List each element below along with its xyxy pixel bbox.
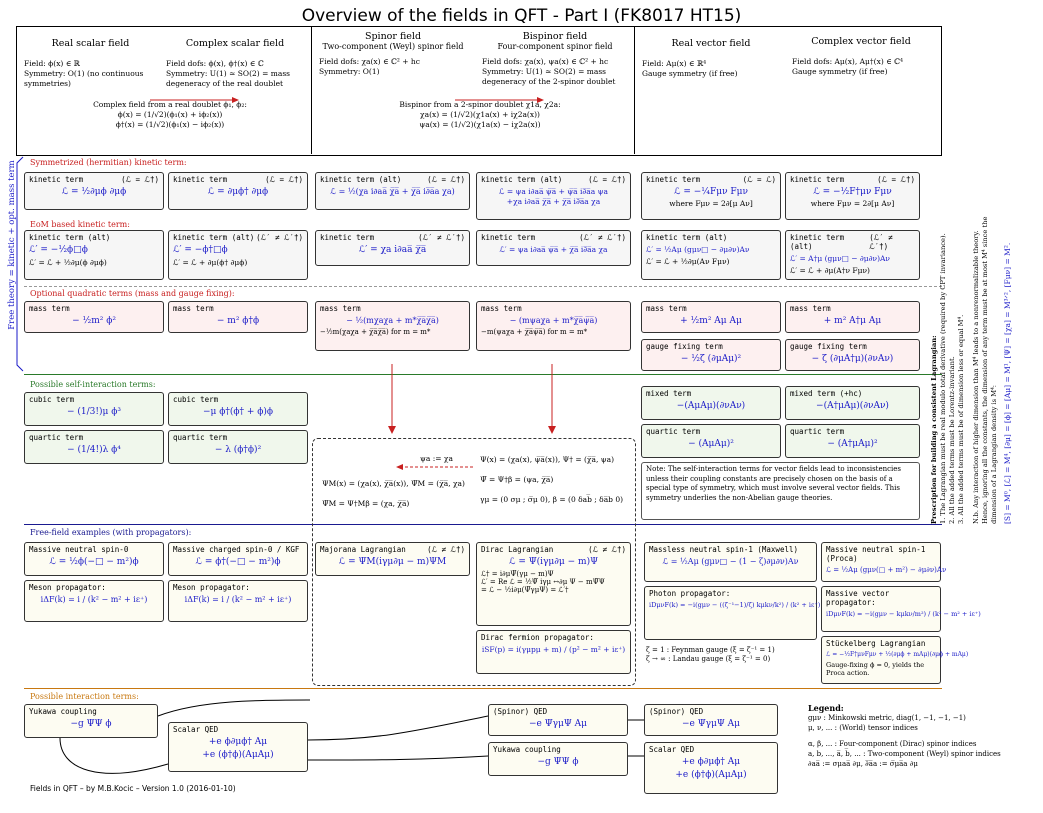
divider (24, 286, 942, 287)
meson-propagator-box: Meson propagator: iΔF(k) = i / (k² − m² … (168, 580, 308, 622)
mass-term-box: mass term + ½m² Aμ Aμ (641, 301, 781, 333)
header-bispinor: Bispinor field Four-component spinor fie… (482, 31, 616, 86)
spinor-qed-box: (Spinor) QED −e Ψ̅γμΨ Aμ (488, 704, 628, 736)
section-symmetrized: Symmetrized (hermitian) kinetic term: (30, 158, 187, 167)
mass-term-box: mass term − m² ϕ†ϕ (168, 301, 308, 333)
mass-term-box: mass term − ½(mχaχa + m*χ̅a̅χ̅a̅) −½m(χa… (315, 301, 470, 351)
quartic-term-box: quartic term − (AμAμ)² (641, 424, 781, 458)
scalar-qed-box: Scalar QED +e ϕ∂μϕ† Aμ +e (ϕ†ϕ)(AμAμ) (168, 722, 308, 772)
header-spinor: Spinor field Two-component (Weyl) spinor… (319, 31, 464, 76)
kinetic-term-box: kinetic term(ℒ = ℒ†) ℒ = −½F†μν Fμν wher… (785, 172, 920, 220)
arrow-icon (150, 97, 239, 103)
section-free-field: Free-field examples (with propagators): (30, 528, 192, 537)
section-self-interaction: Possible self-interaction terms: (30, 380, 156, 389)
header-real-scalar: Real scalar field Field: ϕ(x) ∈ ℝ Symmet… (24, 38, 144, 88)
section-interaction: Possible interaction terms: (30, 692, 139, 701)
header-divider (634, 26, 635, 154)
lagrangian-eq: ℒ = −½F†μν Fμν (813, 187, 892, 197)
complex-note: Complex field from a real doublet ϕ₁, ϕ₂… (93, 100, 247, 129)
arrow-icon (455, 97, 544, 103)
divider (24, 524, 942, 525)
mass-term-box: mass term − ½m² ϕ² (24, 301, 164, 333)
lagrangian-eq: ℒ = ½∂μϕ ∂μϕ (61, 187, 127, 197)
cubic-term-box: cubic term −μ ϕ†(ϕ† + ϕ)ϕ (168, 392, 308, 426)
quartic-term-box: quartic term − (1/4!)λ ϕ⁴ (24, 430, 164, 464)
arrow-down-icon (548, 364, 556, 434)
massive-vector-propagator-box: Massive vector propagator: iDμνF(k) = −i… (821, 586, 981, 632)
dirac-def: Ψ(x) = (χa(x), ψ̅a̅(x)), Ψ† = (χ̅a̅, ψa)… (480, 455, 624, 504)
yukawa-coupling-box: Yukawa coupling −g Ψ̅Ψ ϕ (24, 704, 158, 738)
kinetic-term-alt-box: kinetic term (alt) ℒ′ = ½Aμ (gμν□ − ∂μ∂ν… (641, 230, 781, 280)
photon-propagator-box: Photon propagator: iDμνF(k) = −i(gμν − (… (644, 586, 820, 640)
meson-propagator-box: Meson propagator: iΔF(k) = i / (k² − m² … (24, 580, 164, 622)
dirac-lagrangian-box: Dirac Lagrangian(ℒ ≠ ℒ†) ℒ = Ψ̅(iγμ∂μ − … (476, 542, 631, 626)
mass-term-box: mass term − (mψaχa + m*χ̅a̅ψ̅a̅) −m(ψaχa… (476, 301, 631, 351)
footer: Fields in QFT – by M.B.Kocic – Version 1… (30, 784, 236, 793)
header-complex-vector: Complex vector field Field dofs: Aμ(x), … (792, 36, 911, 76)
vector-self-interaction-note: Note: The self-interaction terms for vec… (641, 462, 920, 520)
legend: Legend: gμν : Minkowski metric, diag(1, … (808, 703, 1001, 768)
kinetic-term-box: kinetic term(ℒ′ ≠ ℒ′†) ℒ′ = ψa i∂aa̅ ψ̅a… (476, 230, 631, 266)
kinetic-term-box: kinetic term (alt)(ℒ = ℒ†) ℒ = ψa i∂aa̅ … (476, 172, 631, 220)
lagrangian-eq: ℒ = ∂μϕ† ∂μϕ (207, 187, 269, 197)
header-complex-scalar: Complex scalar field Field dofs: ϕ(x), ϕ… (166, 38, 291, 88)
mass-term-box: mass term + m² A†μ Aμ (785, 301, 920, 333)
majorana-lagrangian-box: Majorana Lagrangian(ℒ ≠ ℒ†) ℒ = Ψ̅M(iγμ∂… (315, 542, 470, 576)
section-quadratic: Optional quadratic terms (mass and gauge… (30, 289, 235, 298)
kinetic-term-box: kinetic term(ℒ′ ≠ ℒ′†) ℒ′ = χa i∂aa̅ χ̅a… (315, 230, 470, 266)
kinetic-term-alt-box: kinetic term (alt) ℒ′ = −½ϕ□ϕ ℒ′ = ℒ + ½… (24, 230, 164, 280)
stueckelberg-box: Stückelberg Lagrangian ℒ = −½F†μνFμν + ½… (821, 636, 968, 684)
lagrangian-eq: ℒ = −¼Fμν Fμν (674, 187, 748, 197)
proca-box: Massive neutral spin-1 (Proca) ℒ = ½Aμ (… (821, 542, 946, 582)
gauge-fixing-box: gauge fixing term − ζ (∂μA†μ)(∂νAν) (785, 339, 920, 371)
kinetic-term-alt-box: kinetic term (alt)(ℒ′ ≠ ℒ′†) ℒ′ = A†μ (g… (785, 230, 920, 280)
divider (24, 374, 942, 375)
divider (24, 688, 942, 689)
cubic-term-box: cubic term − (1/3!)μ ϕ³ (24, 392, 164, 426)
quartic-term-box: quartic term − λ (ϕ†ϕ)² (168, 430, 308, 464)
scalar-qed-box: Scalar QED +e ϕ∂μϕ† Aμ +e (ϕ†ϕ)(AμAμ) (644, 742, 778, 794)
header-table (16, 26, 942, 156)
kinetic-term-box: kinetic term(ℒ = ℒ†) ℒ = ∂μϕ† ∂μϕ (168, 172, 308, 210)
section-eom: EoM based kinetic term: (30, 220, 130, 229)
dashed-arrow-icon (396, 464, 473, 470)
page-title: Overview of the fields in QFT - Part I (… (301, 6, 742, 26)
spin0-charged-box: Massive charged spin-0 / KGF ℒ = ϕ†(−□ −… (168, 542, 308, 576)
side-bracket (16, 156, 24, 372)
gauge-notes: ζ = 1 : Feynman gauge (ξ = ζ⁻¹ = 1) ζ → … (646, 646, 775, 663)
yukawa-coupling-box: Yukawa coupling −g Ψ̅Ψ ϕ (488, 742, 628, 776)
arrow-down-icon (388, 364, 396, 434)
spinor-qed-box: (Spinor) QED −e Ψ̅γμΨ Aμ (644, 704, 778, 736)
kinetic-term-box: kinetic term(ℒ = ℒ) ℒ = −¼Fμν Fμν where … (641, 172, 781, 220)
header-real-vector: Real vector field Field: Aμ(x) ∈ ℝ⁴ Gaug… (642, 38, 751, 78)
mixed-term-box: mixed term (+hc) −(A†μAμ)(∂νAν) (785, 386, 920, 420)
maxwell-box: Massless neutral spin-1 (Maxwell) ℒ = ½A… (644, 542, 817, 582)
header-divider (311, 26, 312, 154)
majorana-def: ΨM(x) = (χa(x), χ̅a̅(x)), Ψ̅M = (χ̅a̅, χ… (322, 479, 465, 508)
spinor-definitions-box (312, 438, 636, 686)
gauge-fixing-box: gauge fixing term − ½ζ (∂μAμ)² (641, 339, 781, 371)
prescription-panel: Prescription for building a consistent L… (930, 216, 1012, 524)
spin0-neutral-box: Massive neutral spin-0 ℒ = ½ϕ(−□ − m²)ϕ (24, 542, 164, 576)
kinetic-term-box: kinetic term(ℒ = ℒ†) ℒ = ½∂μϕ ∂μϕ (24, 172, 164, 210)
bispinor-note: Bispinor from a 2-spinor doublet χ1a, χ2… (399, 100, 561, 129)
kinetic-term-box: kinetic term (alt)(ℒ = ℒ†) ℒ = ½(χa i∂aa… (315, 172, 470, 210)
dirac-propagator-box: Dirac fermion propagator: iSF(p) = i(γμp… (476, 630, 631, 674)
lagrangian-eq: ℒ = ψa i∂aa̅ ψ̅a̅ + ψ̅a̅ i∂̅a̅a ψa (499, 187, 608, 196)
lagrangian-eq: ℒ = ½(χa i∂aa̅ χ̅a̅ + χ̅a̅ i∂̅a̅a χa) (330, 187, 455, 196)
kinetic-term-alt-box: kinetic term (alt)(ℒ′ ≠ ℒ′†) ℒ′ = −ϕ†□ϕ … (168, 230, 308, 280)
mixed-term-box: mixed term −(AμAμ)(∂νAν) (641, 386, 781, 420)
quartic-term-box: quartic term − (A†μAμ)² (785, 424, 920, 458)
